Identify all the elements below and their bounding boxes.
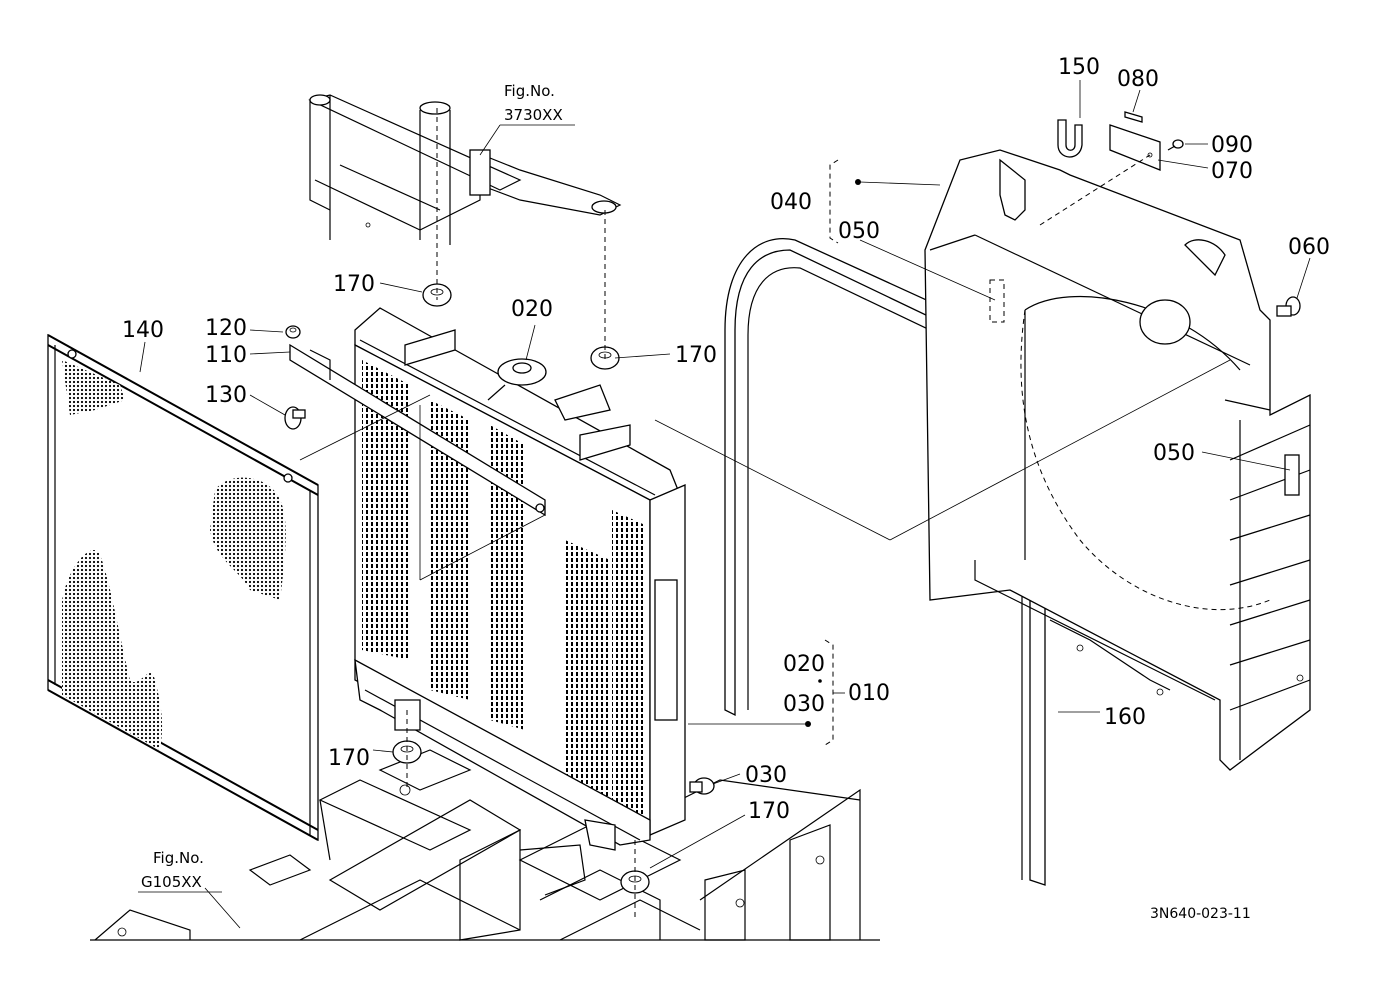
bolt-130	[284, 406, 306, 430]
screen-panel	[47, 333, 319, 842]
label-040: 040	[770, 190, 812, 215]
fig-ref-top-code: 3730XX	[504, 106, 563, 124]
label-070: 070	[1211, 159, 1253, 184]
leader-lines	[139, 80, 1311, 929]
part-labels: 150 080 090 070 060 040 050 050 160 020 …	[122, 55, 1330, 824]
hook-150	[1057, 119, 1083, 158]
label-050-top: 050	[838, 219, 880, 244]
fig-ref-bottom: Fig.No. G105XX	[138, 849, 222, 893]
fig-ref-bottom-title: Fig.No.	[153, 849, 204, 867]
label-090: 090	[1211, 133, 1253, 158]
radiator	[354, 307, 686, 851]
label-160: 160	[1104, 705, 1146, 730]
screw-090	[1167, 139, 1184, 151]
bolt-060	[1276, 296, 1301, 317]
label-170-bottom-right: 170	[748, 799, 790, 824]
label-110: 110	[205, 343, 247, 368]
label-010: 010	[848, 681, 890, 706]
drain-plug-030	[689, 777, 715, 795]
label-140: 140	[122, 318, 164, 343]
pin-080	[1124, 111, 1143, 123]
plate-070	[1109, 124, 1161, 171]
fig-ref-top: Fig.No. 3730XX	[479, 82, 575, 156]
cushion-parts	[392, 108, 650, 920]
label-030-group: 030	[783, 692, 825, 717]
label-060: 060	[1288, 235, 1330, 260]
label-120: 120	[205, 316, 247, 341]
label-170-top-left: 170	[333, 272, 375, 297]
label-080: 080	[1117, 67, 1159, 92]
label-170-top-right: 170	[675, 343, 717, 368]
label-170-bottom-left: 170	[328, 746, 370, 771]
label-150: 150	[1058, 55, 1100, 80]
shroud-040	[924, 149, 1311, 771]
top-bracket	[308, 94, 622, 245]
fig-ref-bottom-code: G105XX	[141, 873, 202, 891]
drawing-code: 3N640-023-11	[1150, 906, 1251, 922]
frame-base	[90, 749, 880, 941]
label-030: 030	[745, 763, 787, 788]
label-050-right: 050	[1153, 441, 1195, 466]
label-130: 130	[205, 383, 247, 408]
fig-ref-top-title: Fig.No.	[504, 82, 555, 100]
label-020: 020	[511, 297, 553, 322]
label-020-group: 020	[783, 652, 825, 677]
nut-120	[285, 325, 301, 339]
